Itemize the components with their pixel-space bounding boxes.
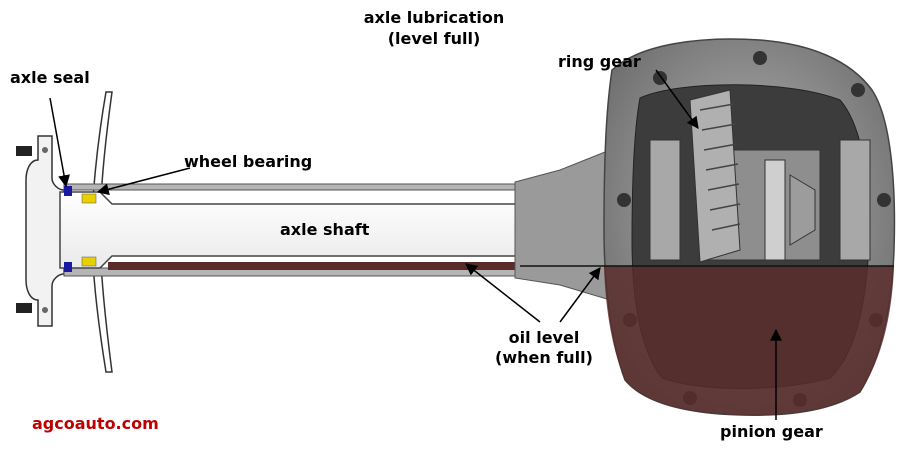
wheel-stud-top	[16, 146, 32, 156]
oil-level-label-1: oil level	[508, 328, 580, 347]
arrow-ring-gear	[655, 69, 699, 129]
oil-in-tube	[108, 262, 524, 270]
arrow-oil-level-diff	[559, 267, 601, 323]
axle-seal-top	[64, 186, 72, 196]
axle-shaft-label: axle shaft	[280, 220, 370, 239]
wheel-stud-bottom	[16, 303, 32, 313]
wheel-hub	[16, 91, 113, 373]
pinion-gear-label: pinion gear	[720, 422, 823, 441]
arrow-oil-level-tube	[465, 263, 541, 323]
oil-level-label-2: (when full)	[495, 348, 593, 367]
title-line-2: (level full)	[387, 29, 481, 48]
oil-in-differential	[604, 266, 894, 416]
wheel-bearing-top	[81, 193, 97, 204]
axle-flange	[25, 135, 65, 327]
wheel-bearing-bottom	[81, 256, 97, 267]
axle-seal-label: axle seal	[10, 68, 90, 87]
wheel-bearing-label: wheel bearing	[184, 152, 313, 171]
title-line-1: axle lubrication	[363, 8, 505, 27]
brand-watermark: agcoauto.com	[32, 414, 159, 433]
arrow-axle-seal	[49, 97, 70, 188]
ring-gear-shape	[689, 89, 741, 263]
axle-seal-bottom	[64, 262, 72, 272]
leader-arrows	[49, 69, 782, 420]
ring-gear-label: ring gear	[558, 52, 641, 71]
arrow-wheel-bearing	[96, 167, 191, 196]
